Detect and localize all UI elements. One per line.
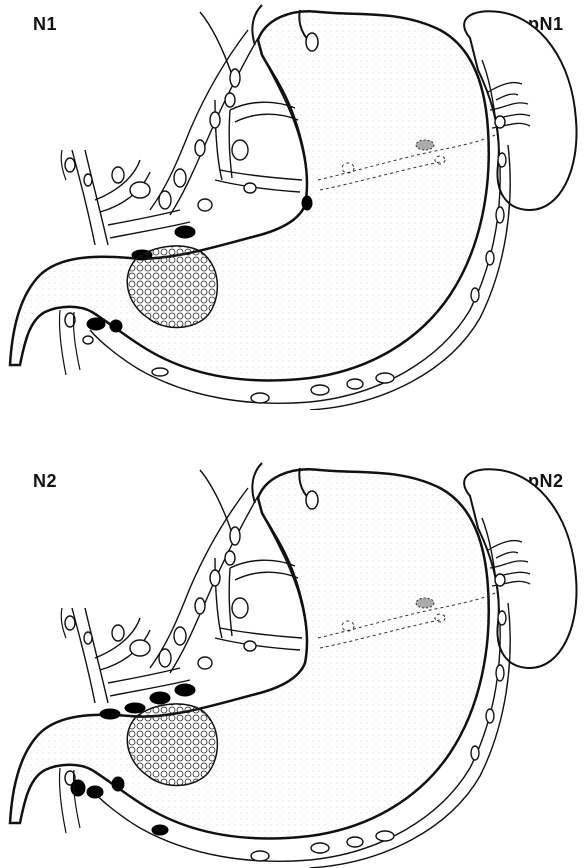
cardia-node [306, 33, 318, 51]
stomach-diagram-top [0, 0, 588, 410]
celiac-vessels [72, 150, 190, 245]
stomach-diagram-bottom [0, 458, 588, 868]
primary-site-dot [416, 140, 434, 150]
primary-site-dot [416, 598, 434, 608]
cardia-node [306, 491, 318, 509]
stomach-outline [10, 11, 489, 380]
celiac-vessels [72, 608, 190, 703]
